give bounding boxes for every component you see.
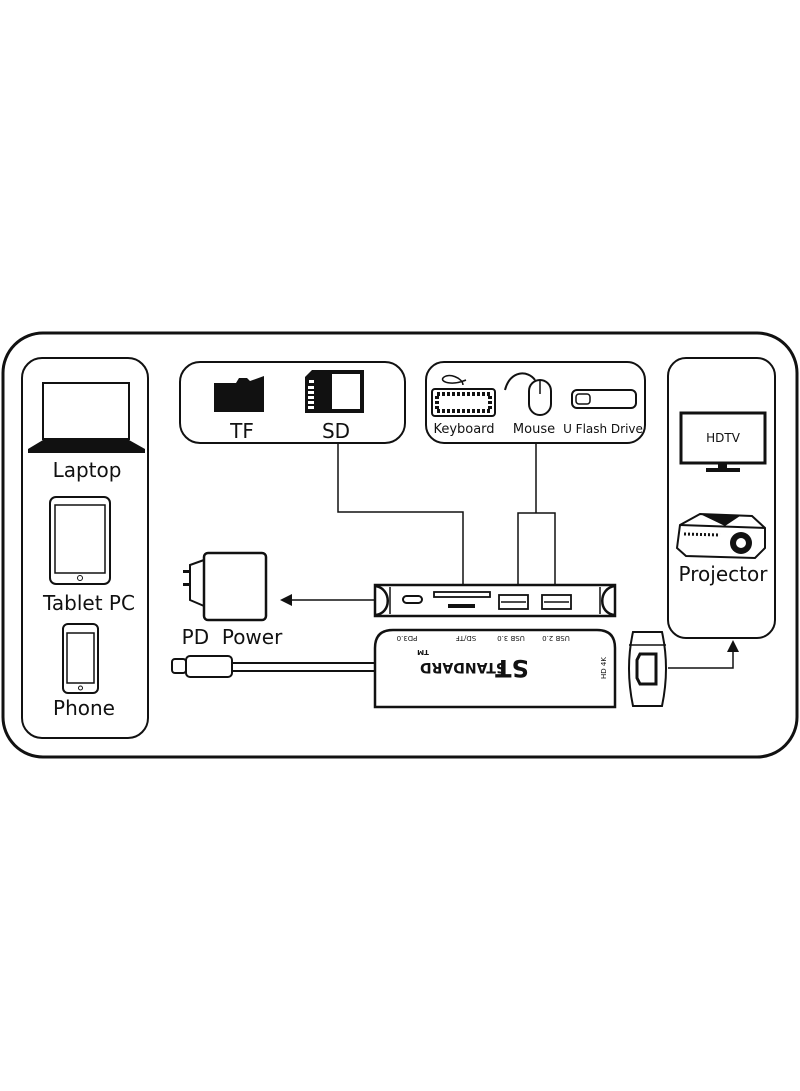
port-label-usb2: USB 2.0 [542, 634, 570, 642]
hdmi-arrow [668, 640, 739, 669]
hub-body: USB 2.0 USB 3.0 SD/TF PD3.0 ST STANDARD … [373, 628, 617, 709]
usb2-port [541, 594, 572, 610]
sd-slot [433, 591, 491, 598]
hdtv-icon [679, 411, 767, 472]
tf-slot [448, 604, 475, 608]
hdmi-port-label: HD 4K [600, 657, 608, 679]
usb-connector-lines [517, 512, 556, 586]
laptop-icon [28, 382, 145, 453]
sd-card-icon [305, 370, 364, 413]
peripherals-panel: Keyboard Mouse U Flash Drive [425, 361, 646, 444]
hdmi-plug-icon [628, 631, 667, 707]
laptop-label: Laptop [53, 458, 122, 482]
sd-label: SD [322, 419, 350, 443]
card-panel: TF SD [179, 361, 406, 444]
phone-label: Phone [53, 696, 115, 720]
displays-panel: HDTV Projector [667, 357, 776, 639]
flash-drive-label: U Flash Drive [563, 422, 643, 436]
devices-panel: Laptop Tablet PC Phone [21, 357, 149, 739]
tf-card-icon [214, 376, 264, 412]
outer-frame [1, 331, 799, 759]
keyboard-icon [431, 374, 496, 417]
hub-port-side [373, 583, 617, 618]
tf-label: TF [229, 419, 254, 443]
projector-label: Projector [679, 562, 769, 586]
port-label-pd: PD3.0 [397, 634, 418, 642]
pd-power-label: PD Power [182, 625, 283, 649]
power-adapter-icon [183, 551, 268, 622]
card-connector-line [337, 443, 464, 586]
flash-drive-icon [571, 389, 637, 409]
projector-icon [675, 512, 766, 560]
port-label-sdtf: SD/TF [456, 634, 477, 642]
tablet-icon [49, 496, 111, 585]
brand-name: STANDARD [420, 659, 506, 675]
tablet-label: Tablet PC [42, 591, 135, 615]
power-arrow [280, 594, 375, 606]
brand-tm: TM [417, 648, 429, 656]
keyboard-label: Keyboard [433, 422, 494, 437]
phone-icon [62, 623, 99, 694]
usb-c-cable [171, 655, 375, 678]
usb3-port [498, 594, 529, 610]
mouse-icon [504, 372, 552, 416]
hdtv-label: HDTV [706, 431, 741, 445]
port-label-usb3: USB 3.0 [497, 634, 525, 642]
brand-logo: ST [495, 654, 529, 682]
mouse-label: Mouse [513, 422, 555, 437]
usb-c-pd-port [402, 595, 423, 604]
